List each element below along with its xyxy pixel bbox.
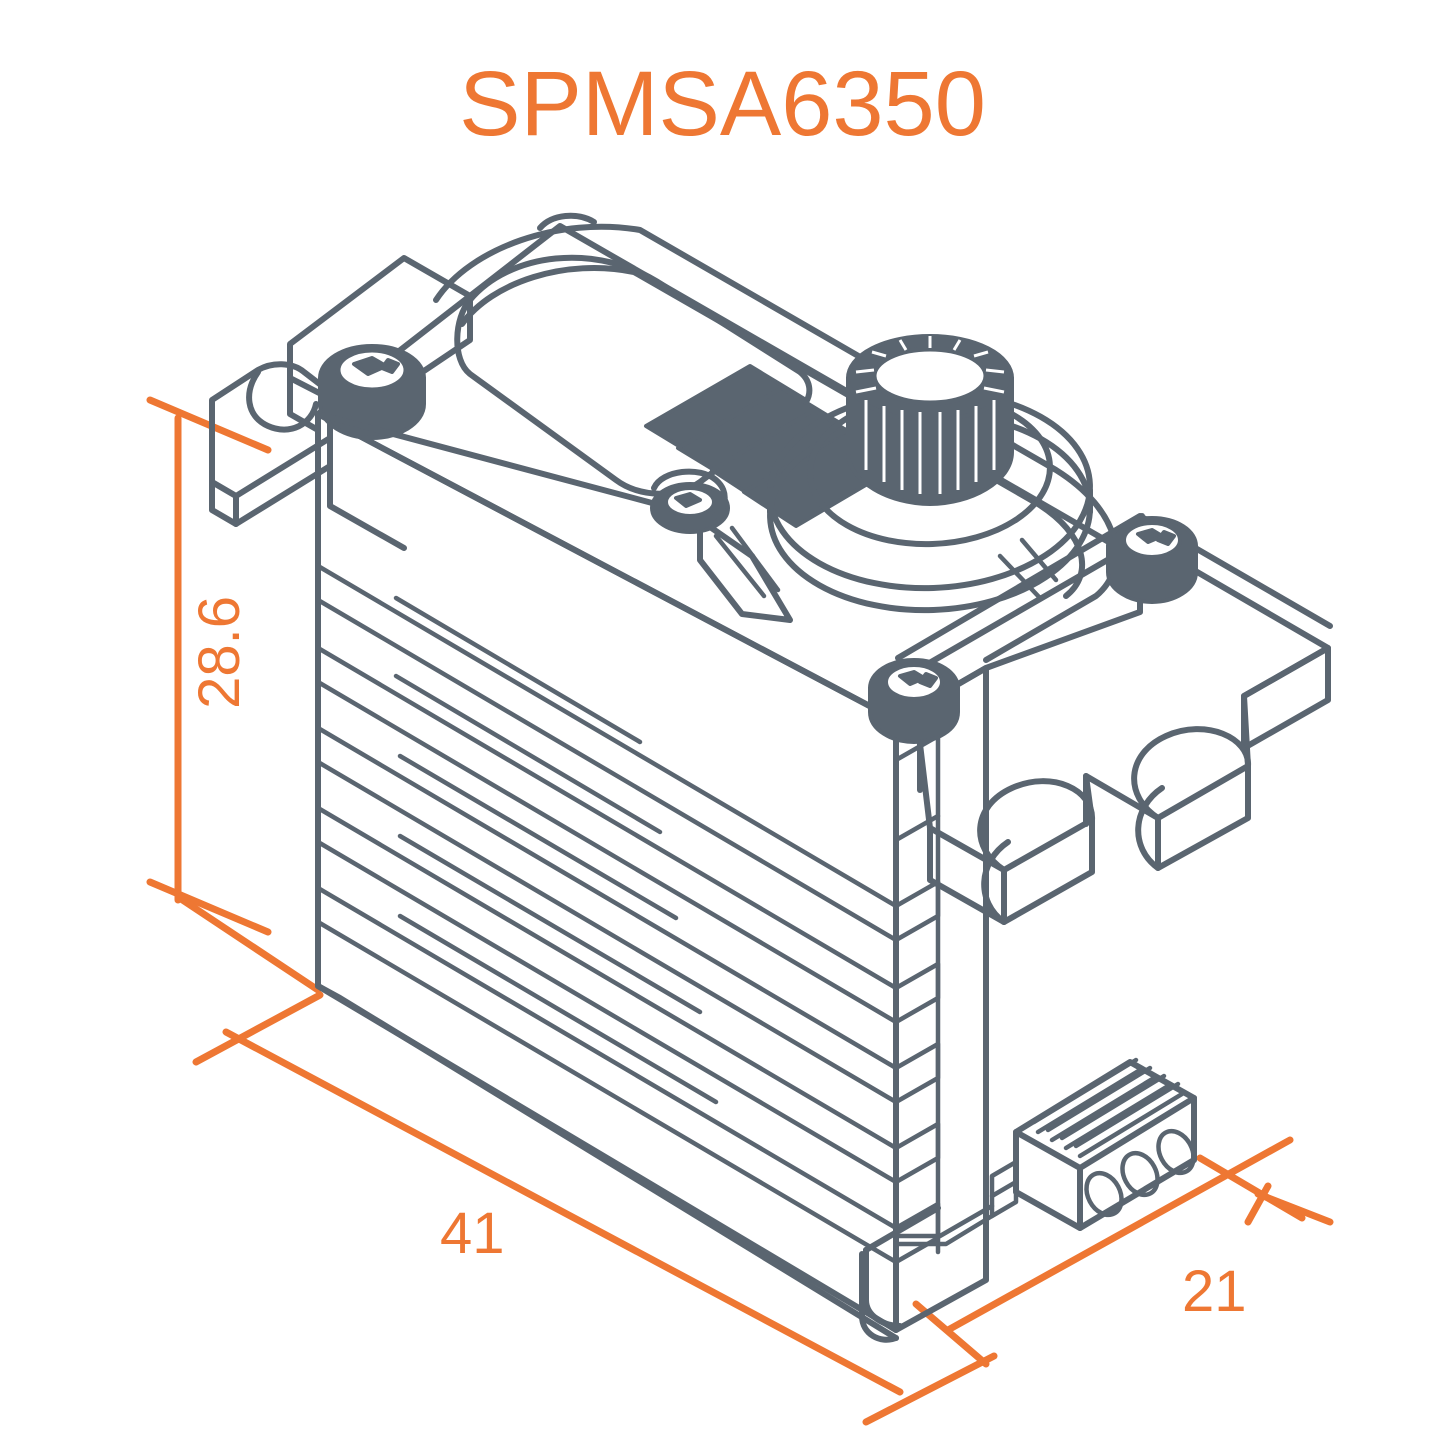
case-screw-right: [1106, 516, 1198, 604]
output-spline-shaft: [846, 334, 1014, 506]
dimension-label-height: 28.6: [187, 596, 252, 709]
mounting-flange-right: [895, 513, 1333, 925]
vent-slots: [644, 364, 900, 528]
dimension-label-length: 41: [440, 1201, 505, 1266]
case-screw-mid: [650, 468, 730, 534]
dimension-length-41: [174, 893, 998, 1426]
case-screw-top-left: [318, 344, 426, 440]
dimension-label-depth: 21: [1182, 1259, 1247, 1324]
fin-ends-right: [893, 879, 941, 1265]
dimension-lines: [146, 396, 1334, 1426]
mounting-tab-left: [209, 255, 473, 551]
page-title: SPMSA6350: [459, 53, 986, 155]
case-screw-bottom: [868, 658, 960, 744]
servo-connector: [893, 1057, 1197, 1247]
case-bottom-foot: [859, 1205, 941, 1343]
servo-assembly: [209, 212, 1333, 1343]
